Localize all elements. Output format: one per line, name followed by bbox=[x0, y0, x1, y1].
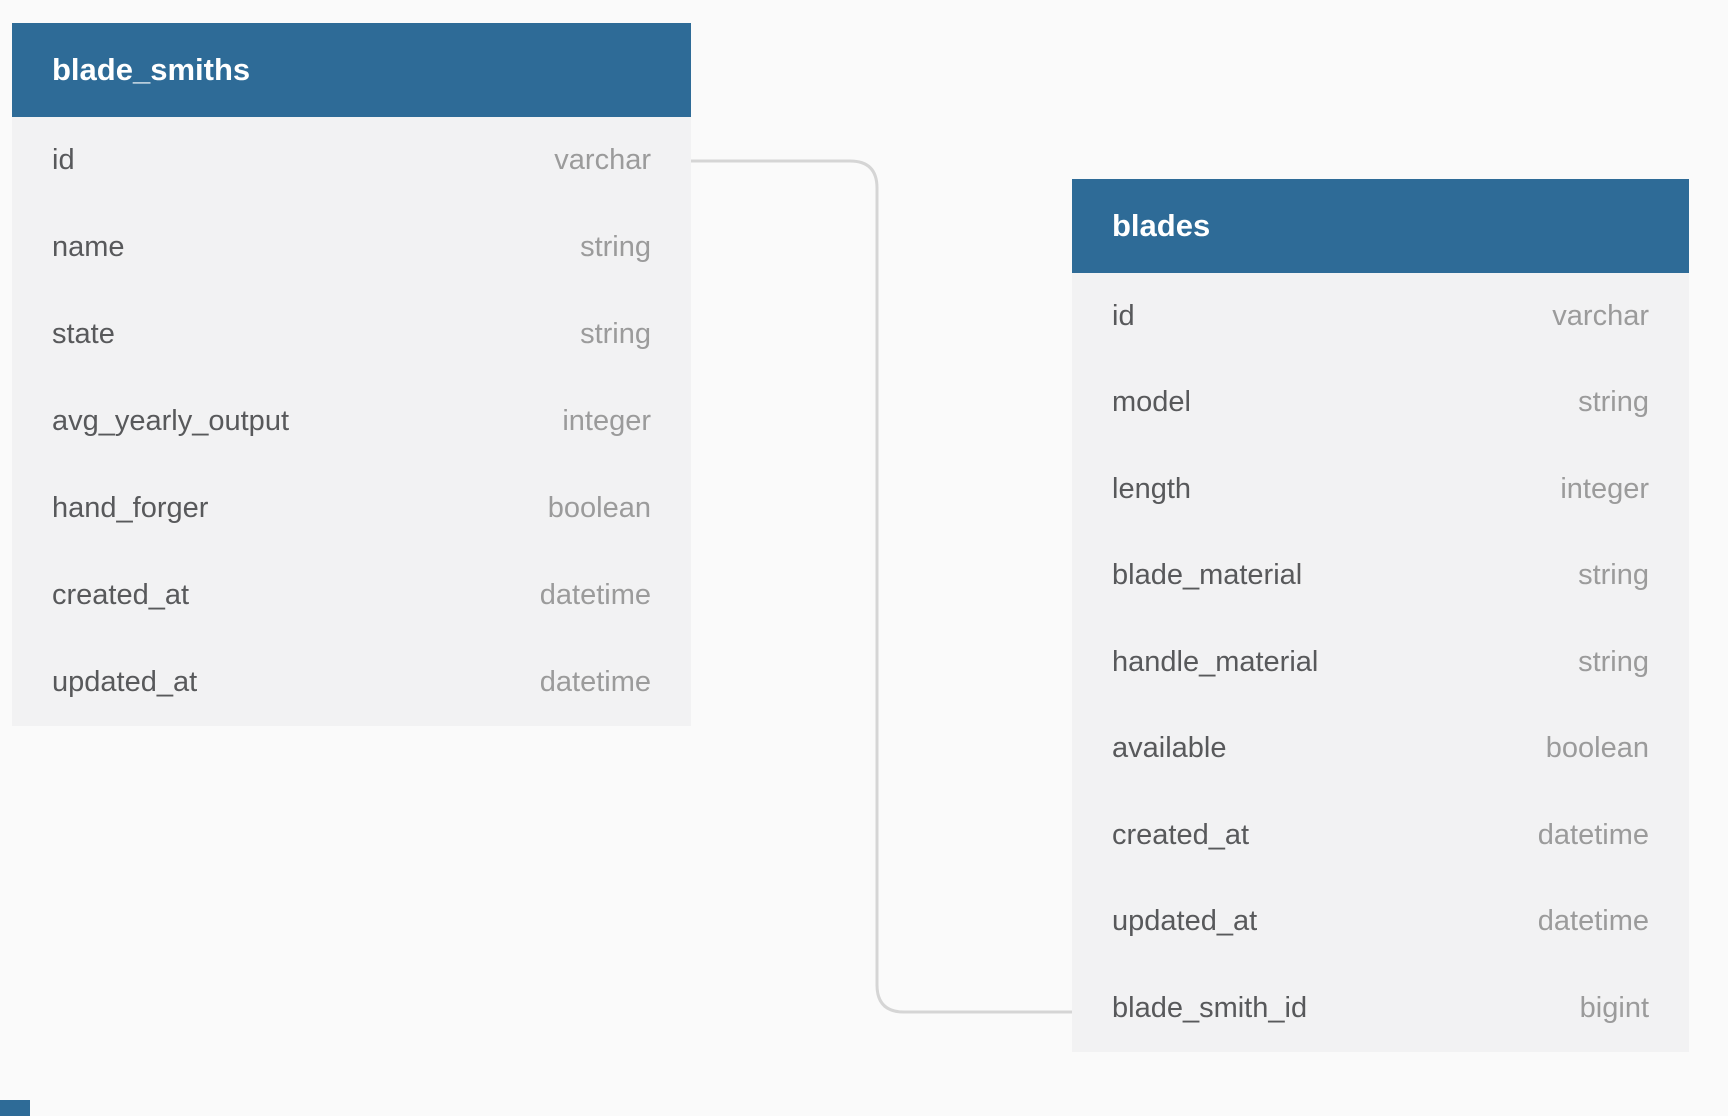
table-row: hand_forger boolean bbox=[12, 465, 691, 552]
field-type: string bbox=[1578, 386, 1649, 419]
table-header[interactable]: blades bbox=[1072, 179, 1689, 273]
field-type: datetime bbox=[1537, 905, 1649, 938]
table-row: blade_smith_id bigint bbox=[1072, 965, 1689, 1052]
field-type: varchar bbox=[554, 144, 651, 176]
table-row: created_at datetime bbox=[12, 552, 691, 639]
table-row: created_at datetime bbox=[1072, 792, 1689, 879]
field-name: name bbox=[52, 231, 125, 263]
table-header[interactable]: blade_smiths bbox=[12, 23, 691, 117]
field-name: length bbox=[1112, 472, 1192, 505]
table-blades[interactable]: blades id varchar model string length integer b… bbox=[1072, 179, 1689, 1052]
relationship-path bbox=[691, 159, 1072, 1014]
table-row: name string bbox=[12, 204, 691, 291]
table-row: handle_material string bbox=[1072, 619, 1689, 706]
field-type: boolean bbox=[547, 492, 651, 524]
table-row: avg_yearly_output integer bbox=[12, 378, 691, 465]
field-type: integer bbox=[1560, 472, 1649, 505]
field-type: datetime bbox=[1537, 818, 1649, 851]
field-type: string bbox=[1578, 559, 1649, 592]
field-type: string bbox=[1578, 645, 1649, 678]
table-row: id varchar bbox=[12, 117, 691, 204]
field-type: datetime bbox=[539, 666, 651, 698]
table-row: updated_at datetime bbox=[1072, 879, 1689, 966]
field-name: id bbox=[52, 144, 75, 176]
field-type: string bbox=[580, 231, 651, 263]
field-name: model bbox=[1112, 386, 1191, 419]
field-name: updated_at bbox=[52, 666, 198, 698]
table-row: state string bbox=[12, 291, 691, 378]
table-row: updated_at datetime bbox=[12, 639, 691, 726]
field-name: handle_material bbox=[1112, 645, 1319, 678]
table-row: model string bbox=[1072, 360, 1689, 447]
field-type: varchar bbox=[1552, 299, 1649, 332]
table-row: id varchar bbox=[1072, 273, 1689, 360]
field-type: boolean bbox=[1545, 732, 1649, 765]
field-type: bigint bbox=[1579, 991, 1649, 1024]
field-name: available bbox=[1112, 732, 1227, 765]
field-name: created_at bbox=[1112, 818, 1250, 851]
table-row: length integer bbox=[1072, 446, 1689, 533]
field-name: hand_forger bbox=[52, 492, 209, 524]
field-name: updated_at bbox=[1112, 905, 1258, 938]
table-row: available boolean bbox=[1072, 706, 1689, 793]
partial-table-corner bbox=[0, 1100, 30, 1116]
field-type: datetime bbox=[539, 579, 651, 611]
field-name: blade_material bbox=[1112, 559, 1303, 592]
field-name: avg_yearly_output bbox=[52, 405, 289, 437]
field-name: created_at bbox=[52, 579, 190, 611]
field-name: state bbox=[52, 318, 115, 350]
table-row: blade_material string bbox=[1072, 533, 1689, 620]
field-name: blade_smith_id bbox=[1112, 991, 1308, 1024]
field-type: integer bbox=[562, 405, 651, 437]
field-type: string bbox=[580, 318, 651, 350]
field-name: id bbox=[1112, 299, 1135, 332]
